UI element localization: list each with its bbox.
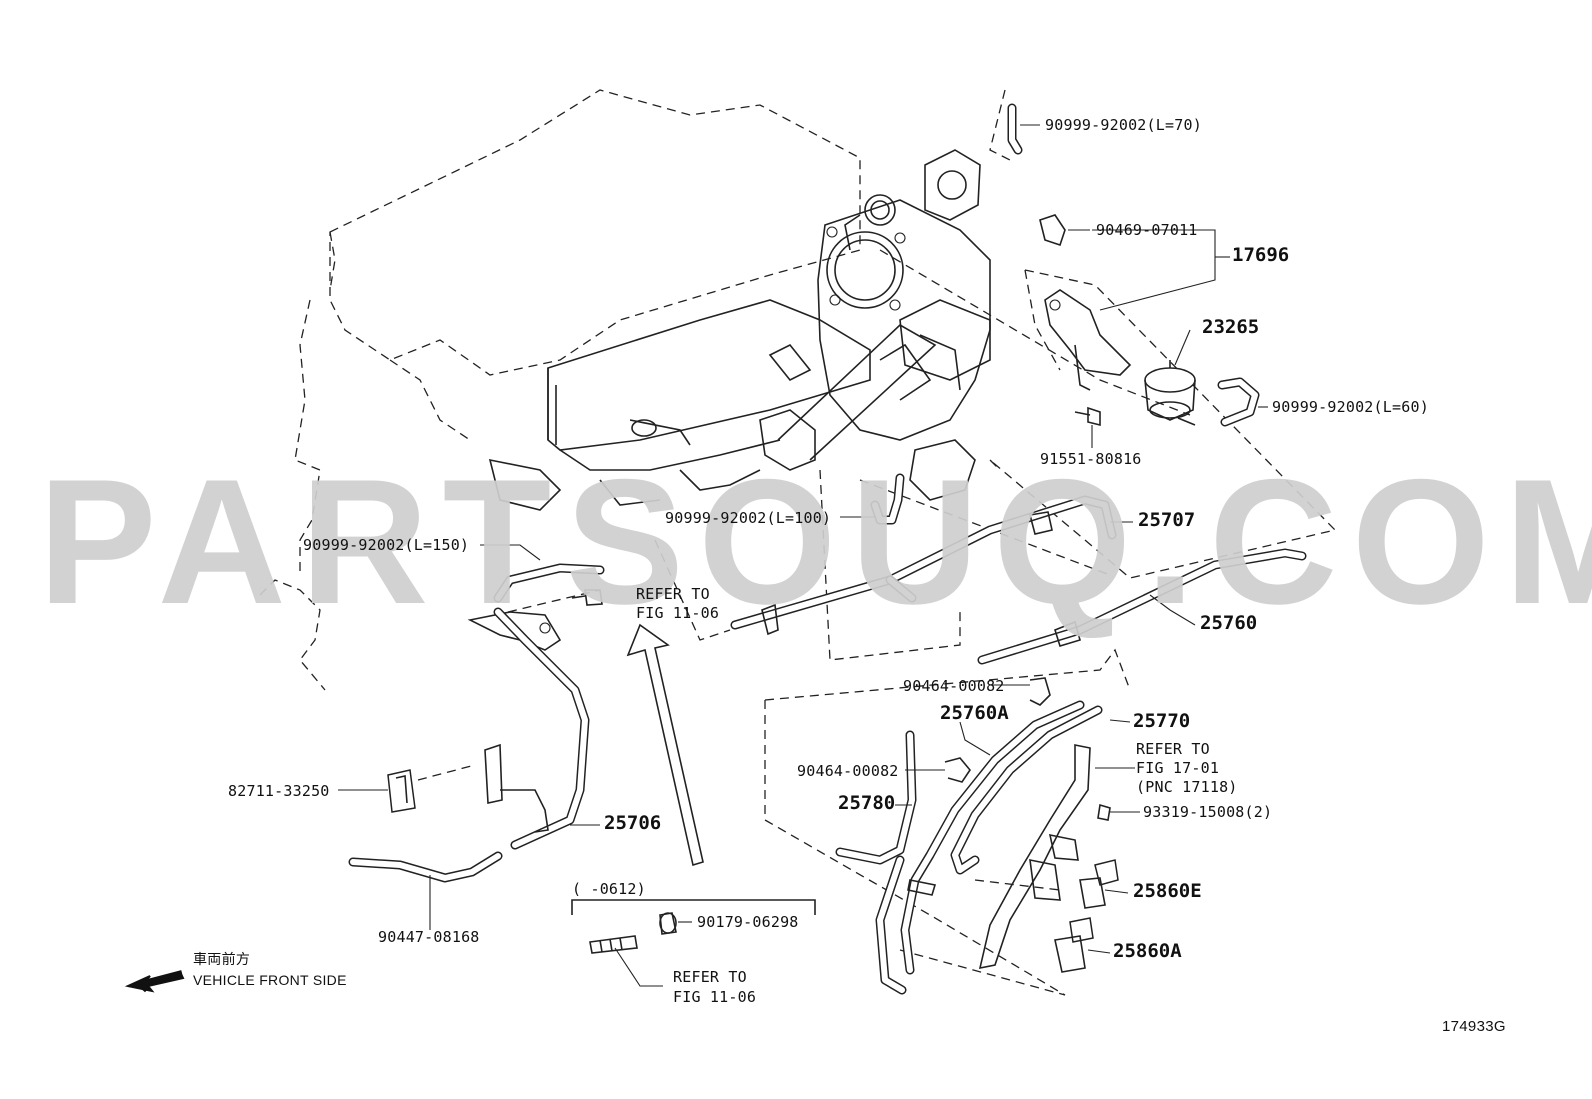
vsv-bracket [1039,214,1132,391]
label-hose-90447[interactable]: 90447-08168 [378,928,480,946]
clip-90464-a [1029,677,1051,706]
label-25706[interactable]: 25706 [604,812,662,834]
hose-l100-shape [870,473,905,525]
vehicle-front-arrow-icon [124,970,185,993]
label-25760a[interactable]: 25760A [940,702,1009,724]
label-hose-l150[interactable]: 90999-92002(L=150) [303,536,470,554]
label-25860e[interactable]: 25860E [1133,880,1202,902]
clip-82711 [387,769,416,813]
label-17696[interactable]: 17696 [1232,244,1290,266]
figure-code: 174933G [1442,1018,1506,1035]
throttle-body [759,149,991,501]
label-hose-l100[interactable]: 90999-92002(L=100) [665,509,832,527]
hose-90447 [348,851,503,883]
label-refer-b-line3[interactable]: (PNC 17118) [1136,778,1238,796]
bolt-91551-shape [1074,406,1101,427]
bolt-refer-a [571,589,603,606]
label-refer-a-line2[interactable]: FIG 11-06 [636,604,720,622]
clip-90464-b [944,757,971,783]
front-label-jp: 車両前方 [193,951,251,967]
hose-l60-shape [1217,377,1260,427]
label-25770[interactable]: 25770 [1133,710,1191,732]
vsv-lower-bracket [978,744,1111,970]
label-refer-c-line2[interactable]: FIG 11-06 [673,988,757,1006]
label-clip-90469[interactable]: 90469-07011 [1096,221,1198,239]
dashed-guides [417,89,1337,996]
date-bracket [571,899,816,954]
vsv-25860e [1079,859,1119,909]
intake-manifold [488,299,871,511]
label-25760[interactable]: 25760 [1200,612,1258,634]
vsv-25860a [1054,917,1094,973]
hose-l150-shape [493,563,605,603]
label-25860a[interactable]: 25860A [1113,940,1182,962]
engine-outline [259,89,861,691]
label-date-range: ( -0612) [572,880,646,898]
arrow-up [626,623,704,867]
label-25780[interactable]: 25780 [838,792,896,814]
pipe-25706 [467,607,590,850]
label-refer-c-line1[interactable]: REFER TO [673,968,747,986]
label-clip-82711[interactable]: 82711-33250 [228,782,330,800]
front-label-en: VEHICLE FRONT SIDE [193,972,347,988]
label-refer-a-line1[interactable]: REFER TO [636,585,710,603]
label-23265[interactable]: 23265 [1202,316,1260,338]
watermark: PARTSOUQ.COM [38,442,1592,641]
label-hose-l60[interactable]: 90999-92002(L=60) [1272,398,1429,416]
pipe-25760 [977,548,1307,665]
label-bolt-91551[interactable]: 91551-80816 [1040,450,1142,468]
label-nut-90179[interactable]: 90179-06298 [697,913,799,931]
hose-l70-shape [1007,103,1023,155]
label-bolt-93319[interactable]: 93319-15008(2) [1143,803,1273,821]
label-25707[interactable]: 25707 [1138,509,1196,531]
label-clip-90464-b[interactable]: 90464-00082 [797,762,899,780]
leader-lines [338,124,1268,987]
label-refer-b-line1[interactable]: REFER TO [1136,740,1210,758]
pipes-25770-25780 [835,700,1103,995]
label-hose-l70[interactable]: 90999-92002(L=70) [1045,116,1202,134]
filter-23265 [1144,360,1196,426]
label-clip-90464-a[interactable]: 90464-00082 [903,677,1005,695]
pipe-25707 [730,495,1117,636]
label-refer-b-line2[interactable]: FIG 17-01 [1136,759,1220,777]
